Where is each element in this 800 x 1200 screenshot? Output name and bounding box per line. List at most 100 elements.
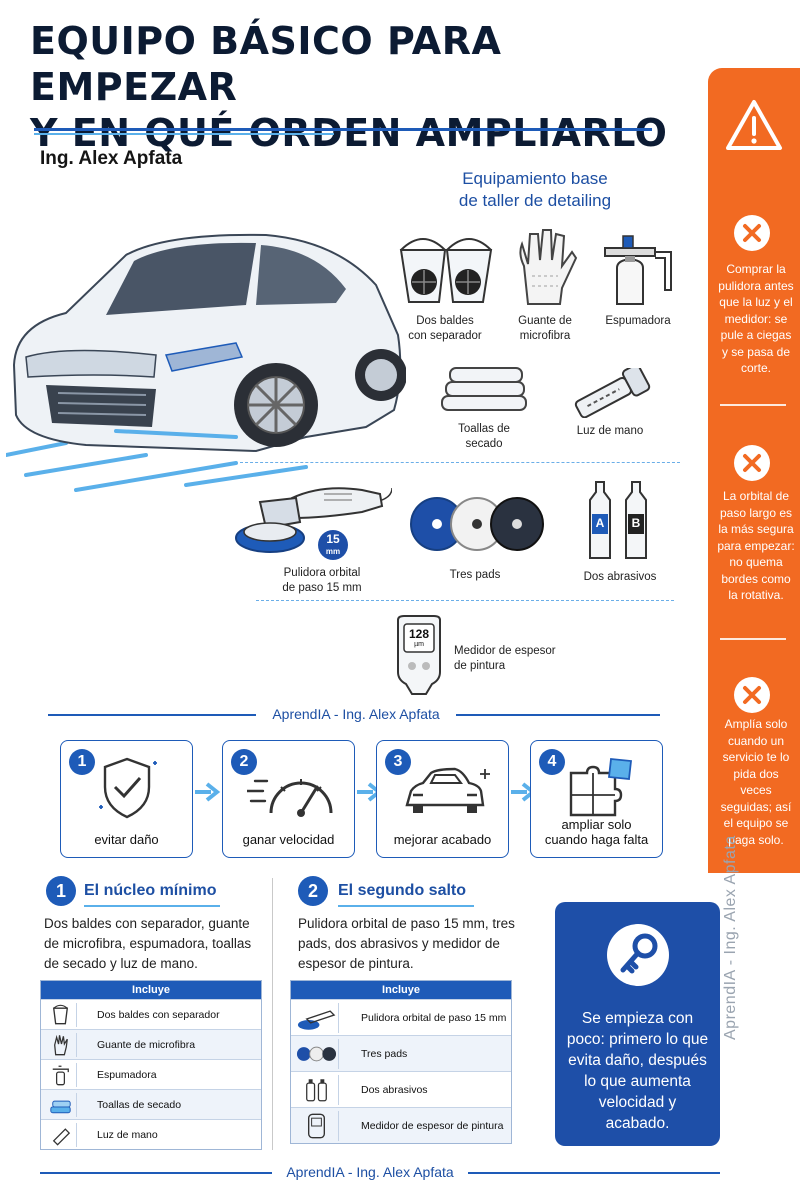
section-2-number: 2 <box>298 876 328 906</box>
title-line-1: EQUIPO BÁSICO PARA EMPEZAR <box>30 19 502 109</box>
step-card-1: 1 evitar daño <box>60 740 193 858</box>
stroke-badge-number: 15 <box>326 532 340 546</box>
glove-label-1: Guante de <box>518 315 572 327</box>
buckets-label-1: Dos baldes <box>416 315 474 327</box>
gauge-unit: µm <box>414 641 424 648</box>
hand-light-label: Luz de mano <box>576 425 644 437</box>
step-number-3: 3 <box>385 749 411 775</box>
gauge-icon: 128 µm <box>392 614 446 696</box>
towels-label-2: secado <box>465 438 503 450</box>
section-2-table: Incluye Pulidora orbital de paso 15 mm T… <box>290 980 512 1144</box>
warning-sidebar: Comprar la pulidora antes que la luz y e… <box>708 68 800 873</box>
shield-check-icon <box>99 757 157 819</box>
foamer-label: Espumadora <box>605 315 671 327</box>
gauge-label-1: Medidor de espesor <box>454 645 556 657</box>
pads-icon <box>296 1039 339 1069</box>
table-2-header: Incluye <box>291 981 511 999</box>
table-2-cell-4: Medidor de espesor de pintura <box>361 1120 504 1132</box>
gauge-label-2: de pintura <box>454 660 506 672</box>
divider-dashed-2 <box>256 600 674 601</box>
step-label-1: evitar daño <box>94 832 159 847</box>
cross-icon-3 <box>734 677 770 713</box>
item-towels: Toallas de secado <box>430 360 538 452</box>
stroke-badge: 15 mm <box>318 530 348 560</box>
table-1-cell-1: Dos baldes con separador <box>97 1009 220 1021</box>
polisher-label: Pulidora orbital de paso 15 mm <box>262 566 382 596</box>
warning-triangle-icon <box>726 100 782 150</box>
brand-rule-left-2 <box>40 1172 272 1174</box>
pads-label: Tres pads <box>449 569 501 581</box>
bucket-icon <box>52 1003 77 1027</box>
title-underline <box>34 128 652 131</box>
gauge-icon <box>307 1111 339 1141</box>
table-row: Luz de mano <box>41 1119 261 1149</box>
step-number-1: 1 <box>69 749 95 775</box>
item-pads: Tres pads <box>405 494 545 583</box>
item-foamer: Espumadora <box>590 228 686 329</box>
brand-rule-right-1 <box>456 714 660 716</box>
key-summary-text: Se empieza con poco: primero lo que evit… <box>566 1010 709 1132</box>
towels-label-1: Toallas de <box>458 423 510 435</box>
flashlight-icon <box>574 368 651 418</box>
stroke-badge-unit: mm <box>325 547 341 556</box>
table-row: Dos abrasivos <box>291 1071 511 1107</box>
section-1-number: 1 <box>46 876 76 906</box>
section-1-underline <box>84 905 220 907</box>
brand-label-1: AprendIA - Ing. Alex Apfata <box>272 706 440 722</box>
step-number-2: 2 <box>231 749 257 775</box>
section-1-title: El núcleo mínimo <box>84 882 217 899</box>
base-title-line-2: de taller de detailing <box>458 191 612 210</box>
item-polisher: 15 mm Pulidora orbital de paso 15 mm <box>232 478 392 598</box>
section-1-table: Incluye Dos baldes con separador Guante … <box>40 980 262 1150</box>
abrasives-icon: A B <box>580 478 660 562</box>
sidebar-divider-2 <box>720 638 786 640</box>
polisher-label-2: de paso 15 mm <box>282 582 362 594</box>
step-card-2: 2 ganar velocidad <box>222 740 355 858</box>
gauge-reading: 128 <box>408 627 430 641</box>
item-glove: Guante de microfibra <box>500 226 590 344</box>
table-1-cell-5: Luz de mano <box>97 1129 158 1141</box>
cross-icon-1 <box>734 215 770 251</box>
glove-icon <box>54 1033 77 1057</box>
step-card-3: 3 mejorar acabado <box>376 740 509 858</box>
item-paint-gauge: 128 µm Medidor de espesor de pintura <box>386 612 586 696</box>
speedometer-icon <box>247 779 333 817</box>
abrasive-b-letter: B <box>631 516 641 530</box>
section-1-description: Dos baldes con separador, guante de micr… <box>44 916 252 971</box>
foamer-icon <box>604 235 672 305</box>
table-1-cell-3: Espumadora <box>97 1069 157 1081</box>
step-number-4: 4 <box>539 749 565 775</box>
bottles-icon <box>306 1075 339 1105</box>
item-abrasives: A B Dos abrasivos <box>570 478 670 585</box>
puzzle-icon <box>569 758 632 817</box>
table-row: Dos baldes con separador <box>41 999 261 1029</box>
table-2-cell-2: Tres pads <box>361 1048 408 1060</box>
key-icon <box>607 924 669 986</box>
section-2-description: Pulidora orbital de paso 15 mm, tres pad… <box>298 916 515 971</box>
table-row: Toallas de secado <box>41 1089 261 1119</box>
towels-icon <box>50 1093 77 1117</box>
sidebar-tip-1: Comprar la pulidora antes que la luz y e… <box>718 262 794 375</box>
table-2-cell-1: Pulidora orbital de paso 15 mm <box>361 1012 507 1024</box>
table-row: Tres pads <box>291 1035 511 1071</box>
brand-rule-right-2 <box>468 1172 720 1174</box>
vertical-brand-label: AprendIA - Ing. Alex Apfata <box>722 835 739 1040</box>
table-row: Medidor de espesor de pintura <box>291 1107 511 1143</box>
polisher-icon <box>235 487 392 553</box>
step-label-3: mejorar acabado <box>393 832 492 847</box>
cross-icon-2 <box>734 445 770 481</box>
buckets-icon <box>399 238 493 303</box>
base-title-line-1: Equipamiento base <box>462 169 608 188</box>
abrasive-a-letter: A <box>595 516 605 530</box>
polisher-icon <box>297 1003 339 1033</box>
column-divider <box>272 878 273 1150</box>
foamer-icon <box>52 1063 77 1087</box>
flashlight-icon <box>52 1123 77 1147</box>
polisher-label-1: Pulidora orbital <box>283 567 361 579</box>
gauge-label: Medidor de espesor de pintura <box>454 644 556 674</box>
table-row: Espumadora <box>41 1059 261 1089</box>
glove-icon <box>519 229 578 305</box>
section-2-underline <box>338 905 474 907</box>
